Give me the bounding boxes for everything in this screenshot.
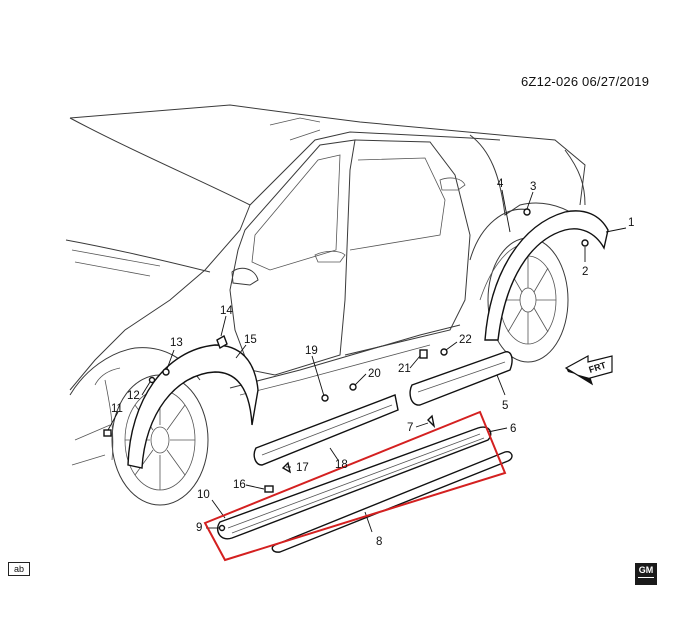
callout-19: 19 xyxy=(305,345,318,357)
callout-14: 14 xyxy=(220,305,233,317)
callout-2: 2 xyxy=(582,266,588,278)
part-front-wheel-opening-molding xyxy=(127,344,259,469)
callout-16: 16 xyxy=(233,479,246,491)
callout-10: 10 xyxy=(197,489,210,501)
callout-8: 8 xyxy=(376,536,382,548)
callout-1: 1 xyxy=(628,217,634,229)
part-fastener-11 xyxy=(103,429,112,437)
part-fastener-2 xyxy=(581,239,589,247)
front-direction-arrow: FRT xyxy=(564,354,613,386)
callout-5: 5 xyxy=(502,400,508,412)
part-rocker-molding xyxy=(216,426,492,540)
callout-7: 7 xyxy=(407,422,413,434)
callout-11: 11 xyxy=(111,403,123,415)
part-clip-20 xyxy=(349,383,357,391)
callout-15: 15 xyxy=(244,334,257,346)
callout-3: 3 xyxy=(530,181,536,193)
part-rear-wheel-opening-molding xyxy=(484,210,609,341)
gm-logo: GM xyxy=(635,563,657,585)
diagram-code: 6Z12-026 06/27/2019 xyxy=(521,74,650,89)
gm-logo-text: GM xyxy=(638,565,654,575)
leader-lines xyxy=(107,189,627,533)
callout-21: 21 xyxy=(398,363,411,375)
part-clip-14 xyxy=(216,334,228,350)
part-clip-17 xyxy=(281,461,292,474)
highlight-box xyxy=(203,410,507,562)
part-clip-21 xyxy=(419,349,428,359)
callout-22: 22 xyxy=(459,334,472,346)
callout-20: 20 xyxy=(368,368,381,380)
callout-12: 12 xyxy=(127,390,140,402)
part-clip-19 xyxy=(321,394,329,402)
callout-9: 9 xyxy=(196,522,202,534)
callout-6: 6 xyxy=(510,423,516,435)
part-clip-7 xyxy=(427,414,436,429)
part-fastener-16 xyxy=(264,485,274,493)
callout-18: 18 xyxy=(335,459,348,471)
callout-13: 13 xyxy=(170,337,183,349)
vehicle-body xyxy=(65,104,586,506)
gm-logo-mark xyxy=(638,577,654,584)
part-fastener-3 xyxy=(523,208,531,216)
part-clip-13 xyxy=(162,368,170,376)
part-fastener-9 xyxy=(218,524,226,532)
callout-4: 4 xyxy=(497,178,504,190)
callout-17: 17 xyxy=(296,462,309,474)
ab-badge: ab xyxy=(8,562,30,576)
part-clip-12 xyxy=(148,376,156,384)
part-clip-22 xyxy=(440,348,448,356)
part-rear-door-molding xyxy=(409,351,513,406)
